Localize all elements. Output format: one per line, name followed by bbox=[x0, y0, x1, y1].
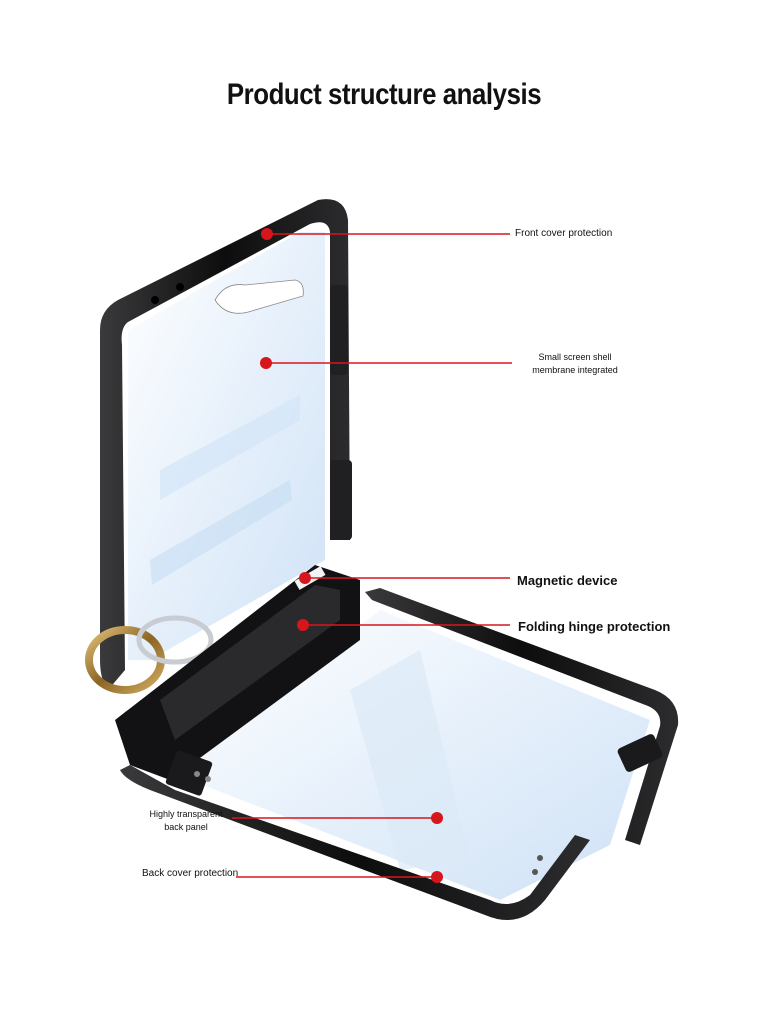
callout-hinge bbox=[297, 619, 510, 631]
label-magnetic: Magnetic device bbox=[517, 573, 618, 588]
callout-front-cover bbox=[261, 228, 510, 240]
callout-back-cover bbox=[236, 871, 443, 883]
label-front-cover: Front cover protection bbox=[515, 228, 613, 239]
label-back-cover: Back cover protection bbox=[142, 868, 239, 879]
label-back-panel: Highly transparent back panel bbox=[149, 809, 223, 832]
callout-small-screen bbox=[260, 357, 512, 369]
ring-holder bbox=[85, 615, 214, 694]
callout-magnetic bbox=[299, 572, 510, 584]
label-hinge: Folding hinge protection bbox=[518, 619, 671, 634]
page-title: Product structure analysis bbox=[226, 78, 542, 111]
callout-back-panel bbox=[232, 812, 443, 824]
label-small-screen: Small screen shell membrane integrated bbox=[532, 352, 618, 375]
front-cover-case bbox=[100, 199, 352, 690]
